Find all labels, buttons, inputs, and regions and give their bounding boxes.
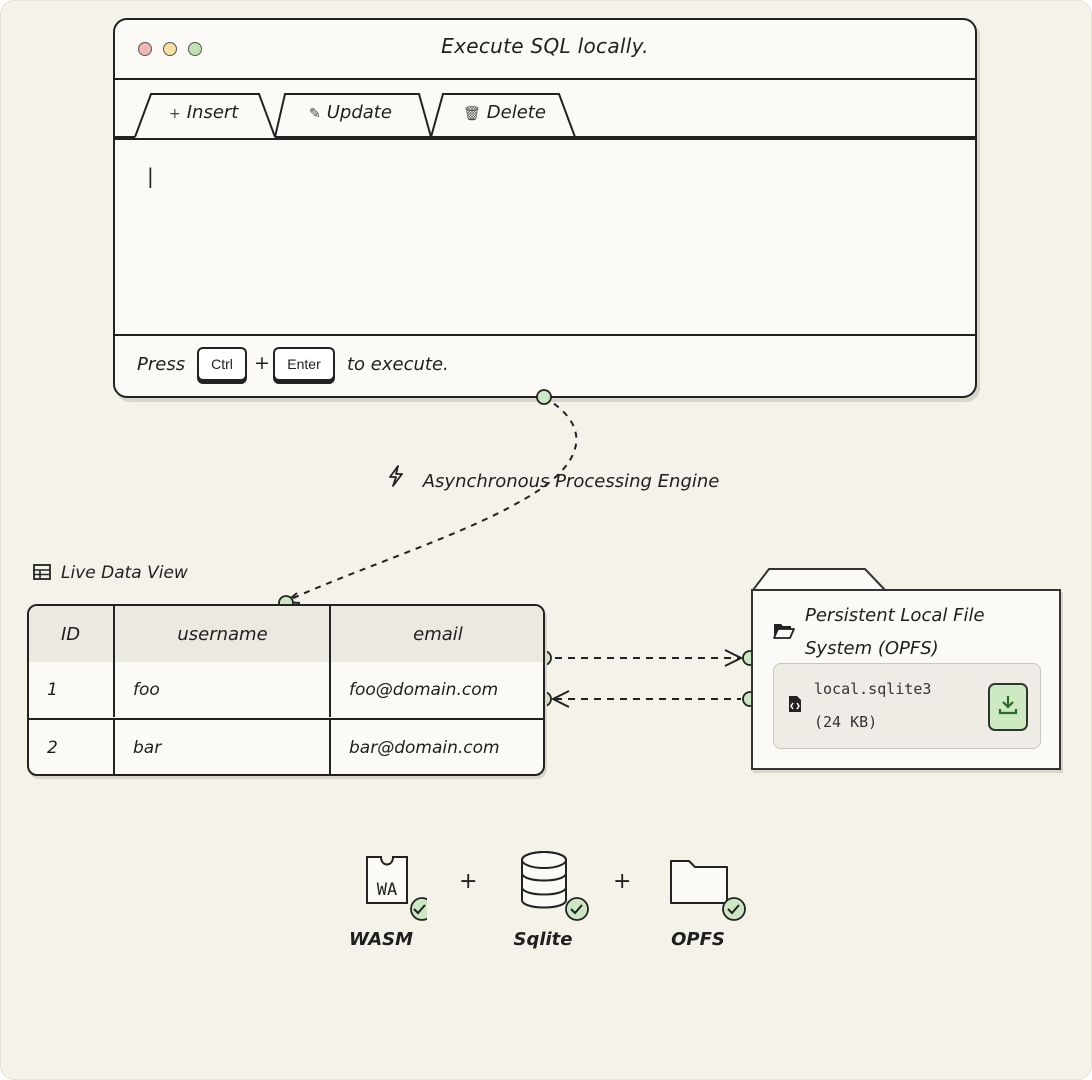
cell-email: bar@domain.com (329, 720, 543, 774)
folder-tab-shape (752, 568, 886, 591)
tab-update-label: Update (326, 102, 392, 123)
wasm-badge-text: WA (377, 880, 397, 900)
download-button[interactable] (988, 683, 1028, 731)
trash-icon: 🗑 (463, 106, 481, 122)
cell-email: foo@domain.com (329, 662, 543, 717)
opfs-folder: Persistent Local File System (OPFS) loca… (751, 589, 1061, 770)
column-header-email[interactable]: email (329, 606, 543, 662)
live-data-table: ID username email 1 foo foo@domain.com 2… (27, 604, 545, 776)
table-grid-icon (33, 564, 51, 585)
tab-delete[interactable]: 🗑 Delete (463, 102, 546, 123)
opfs-title: Persistent Local File System (OPFS) (805, 605, 985, 659)
tab-bar: + Insert ✎ Update 🗑 Delete (115, 80, 975, 140)
status-suffix: to execute. (347, 354, 449, 375)
tab-delete-label: Delete (486, 102, 546, 123)
minimize-dot-icon[interactable] (163, 42, 177, 56)
enter-key: Enter (273, 347, 335, 381)
sql-editor-input[interactable]: | (115, 140, 975, 334)
file-card[interactable]: local.sqlite3 (24 KB) (773, 663, 1041, 749)
code-file-icon (788, 695, 802, 717)
table-header-row: ID username email (29, 606, 543, 662)
table-row[interactable]: 1 foo foo@domain.com (29, 662, 543, 717)
engine-label-text: Asynchronous Processing Engine (422, 471, 720, 492)
tab-update[interactable]: ✎ Update (309, 102, 392, 123)
window-title: Execute SQL locally. (441, 34, 649, 58)
download-icon (998, 694, 1018, 720)
open-folder-icon (773, 621, 795, 643)
tech-label-sqlite: Sqlite (513, 929, 573, 950)
tech-opfs: OPFS (667, 851, 751, 950)
tech-sqlite: Sqlite (513, 851, 593, 950)
sql-editor-window: Execute SQL locally. + Insert ✎ Update (113, 18, 977, 398)
status-bar: Press Ctrl + Enter to execute. (115, 334, 975, 396)
file-name: local.sqlite3 (814, 680, 932, 698)
tab-outlines (115, 93, 975, 138)
engine-label: Asynchronous Processing Engine (387, 465, 719, 492)
cell-id: 2 (47, 738, 58, 758)
plus-icon: + (169, 106, 181, 122)
table-caption-text: Live Data View (61, 563, 188, 583)
ctrl-key: Ctrl (197, 347, 247, 381)
folder-icon (670, 860, 746, 921)
window-titlebar: Execute SQL locally. (115, 20, 975, 80)
maximize-dot-icon[interactable] (188, 42, 202, 56)
file-size: (24 KB) (814, 713, 878, 731)
status-prefix: Press (137, 354, 186, 375)
tech-label-wasm: WASM (349, 929, 414, 950)
table-row[interactable]: 2 bar bar@domain.com (29, 718, 543, 774)
close-dot-icon[interactable] (138, 42, 152, 56)
tech-label-opfs: OPFS (671, 929, 725, 950)
tech-wasm: WA WASM (349, 851, 434, 950)
cell-username: bar (113, 720, 328, 774)
lightning-icon (387, 465, 411, 492)
tab-insert-label: Insert (186, 102, 239, 123)
plus-sign: + (459, 869, 478, 894)
table-caption: Live Data View (33, 563, 188, 585)
column-header-username[interactable]: username (113, 606, 330, 662)
column-header-id[interactable]: ID (61, 623, 81, 645)
status-joiner: + (254, 352, 270, 374)
database-icon (521, 851, 589, 921)
plus-sign: + (613, 869, 632, 894)
cell-id: 1 (47, 679, 58, 700)
wasm-icon: WA (366, 856, 434, 921)
editor-cursor: | (147, 164, 154, 188)
cell-username: foo (113, 662, 328, 717)
tab-insert[interactable]: + Insert (169, 102, 238, 123)
pencil-icon: ✎ (309, 106, 321, 122)
